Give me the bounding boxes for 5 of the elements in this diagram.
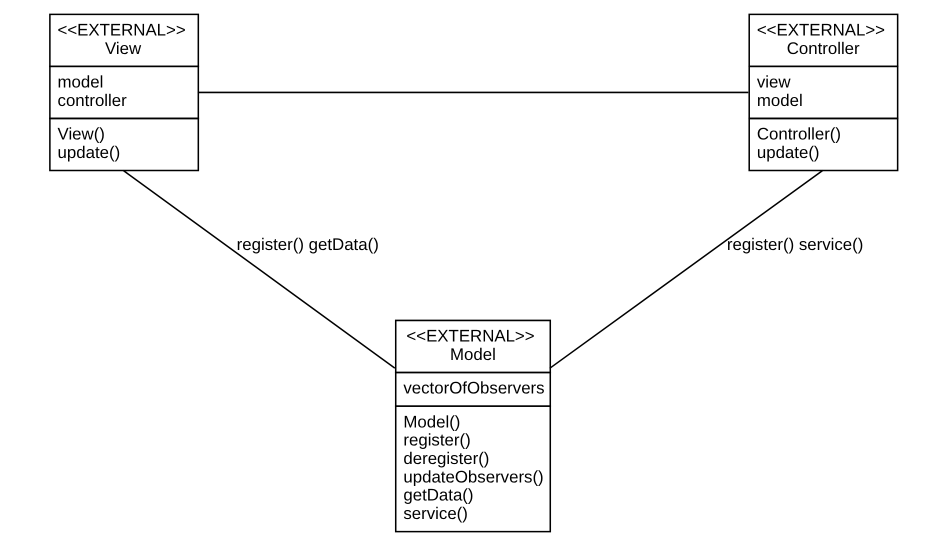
connector bbox=[197, 92, 748, 94]
connector bbox=[122, 170, 395, 369]
connector bbox=[548, 170, 823, 370]
edge-label: register() getData() bbox=[236, 234, 378, 254]
edge-label: register() service() bbox=[726, 234, 863, 254]
